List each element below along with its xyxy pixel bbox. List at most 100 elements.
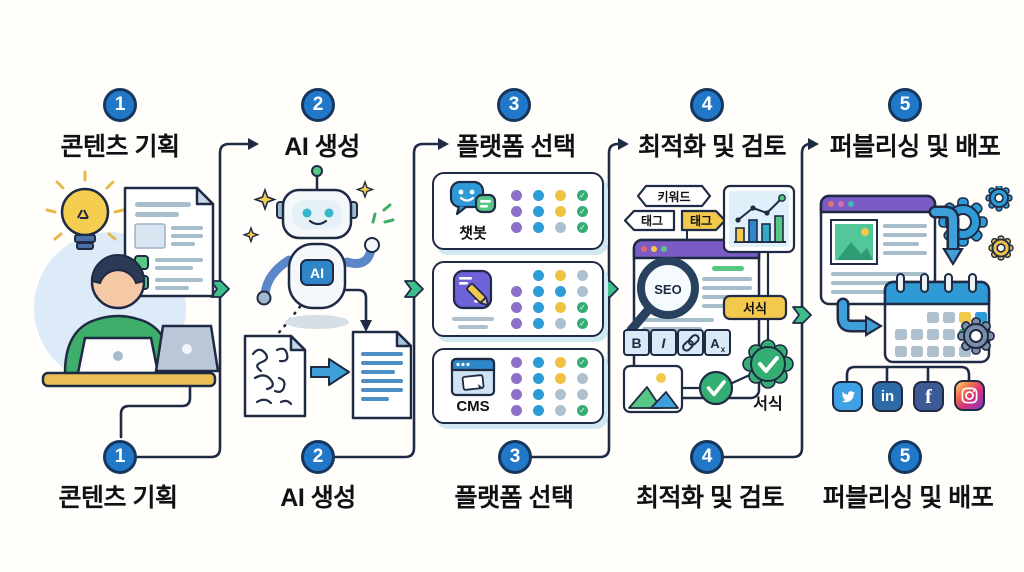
editor-option-dots: ✓✓ <box>511 269 592 329</box>
step3-badge-bottom: 3 <box>498 440 532 474</box>
chatbot-card-label: 챗봇 <box>459 225 487 242</box>
content-planning-illustration <box>34 170 220 388</box>
option-dot <box>555 301 566 313</box>
option-dot <box>511 221 522 233</box>
check-dot: ✓ <box>577 317 588 329</box>
option-dot <box>577 269 588 281</box>
step2-badge-top: 2 <box>301 88 335 122</box>
option-dot <box>533 189 544 201</box>
option-dot <box>533 285 544 297</box>
seo-magnifier-icon: SEO <box>626 257 699 335</box>
option-dot <box>555 189 566 201</box>
chatbot-option-dots: ✓✓✓ <box>511 189 592 233</box>
text-style-button <box>704 329 731 356</box>
svg-text:태그: 태그 <box>641 213 663 228</box>
step2-label-top: AI 생성 <box>284 133 360 161</box>
connector-step2-to-3 <box>333 142 440 459</box>
svg-text:키워드: 키워드 <box>657 189 690 204</box>
linkedin-glyph: in <box>880 388 895 405</box>
option-dot <box>533 388 544 400</box>
calendar-cell <box>927 346 939 357</box>
green-arrow-2 <box>404 280 424 298</box>
tag-label-left: 태그 <box>623 209 676 232</box>
option-dot <box>511 205 522 217</box>
step4-label-bottom: 최적화 및 검토 <box>636 484 784 512</box>
check-dot: ✓ <box>577 404 588 416</box>
green-arrow-3 <box>599 280 619 298</box>
tag-label-right: 태그 <box>680 209 727 232</box>
calendar-cell <box>943 329 955 340</box>
twitter-bird-glyph <box>841 391 856 403</box>
calendar-cell <box>911 346 923 357</box>
facebook-icon: f <box>913 381 944 412</box>
calendar-cell <box>959 312 971 323</box>
option-dot <box>533 205 544 217</box>
robot-shadow <box>285 315 349 329</box>
option-dot <box>511 317 522 329</box>
linkedin-icon: in <box>872 381 903 412</box>
cms-icon <box>450 357 496 397</box>
option-dot <box>511 404 522 416</box>
step1-badge-top: 1 <box>103 88 137 122</box>
connector-calendar-to-social <box>845 365 971 384</box>
step2-badge-bottom: 2 <box>301 440 335 474</box>
link-button <box>677 329 704 356</box>
step3-badge-top: 3 <box>497 88 531 122</box>
lightbulb-icon <box>45 170 125 250</box>
svg-text:서식: 서식 <box>743 301 767 316</box>
option-dot <box>555 317 566 329</box>
connector-robot-to-doc <box>344 288 368 322</box>
gear-small-blue <box>985 186 1013 212</box>
option-dot <box>511 285 522 297</box>
step3-label-bottom: 플랫폼 선택 <box>454 484 574 512</box>
cms-option-dots: ✓✓ <box>511 356 592 416</box>
step4-label-top: 최적화 및 검토 <box>638 133 786 161</box>
check-circle-icon <box>698 370 734 406</box>
platform-card-editor: ✓✓ <box>432 261 604 337</box>
option-dot <box>555 221 566 233</box>
publish-flow-arrow-right <box>928 205 964 266</box>
option-dot <box>555 388 566 400</box>
format-tag: 서식 <box>722 294 788 321</box>
option-dot <box>577 388 588 400</box>
check-dot: ✓ <box>577 189 588 201</box>
option-dot <box>555 285 566 297</box>
calendar-cell <box>943 312 955 323</box>
step5-badge-bottom: 5 <box>888 440 922 474</box>
connector-step3-to-4 <box>530 142 620 459</box>
option-dot <box>555 269 566 281</box>
twitter-icon <box>832 381 863 412</box>
format-toolbar: B I A x <box>623 329 731 356</box>
approval-seal-icon <box>742 339 794 389</box>
gear-large <box>938 197 988 247</box>
format-caption: 서식 <box>753 395 782 413</box>
calendar-cell <box>895 346 907 357</box>
svg-text:SEO: SEO <box>654 282 681 297</box>
desk <box>41 371 217 388</box>
facebook-glyph: f <box>925 385 932 408</box>
option-dot <box>511 356 522 368</box>
step5-label-bottom: 퍼블리싱 및 배포 <box>822 484 994 512</box>
calendar-cell <box>911 329 923 340</box>
robot-icon: AI <box>256 165 380 310</box>
calendar-cell <box>927 312 939 323</box>
arrowhead-step3 <box>438 138 449 150</box>
calendar-cell <box>927 329 939 340</box>
robot-chip-label: AI <box>310 265 324 281</box>
svg-text:x: x <box>721 345 726 354</box>
option-dot <box>511 301 522 313</box>
gear-small-yellow <box>988 235 1014 261</box>
gear-gray <box>957 317 995 355</box>
svg-text:B: B <box>631 335 641 351</box>
option-dot <box>555 205 566 217</box>
instagram-camera-glyph <box>961 387 978 404</box>
instagram-icon <box>954 380 985 411</box>
svg-text:I: I <box>662 335 667 351</box>
calendar-cell <box>895 329 907 340</box>
arrowhead-step2 <box>248 138 259 150</box>
cms-card-label: CMS <box>456 398 490 415</box>
publish-flow-arrow-left <box>836 297 883 337</box>
editor-icon <box>452 269 493 310</box>
